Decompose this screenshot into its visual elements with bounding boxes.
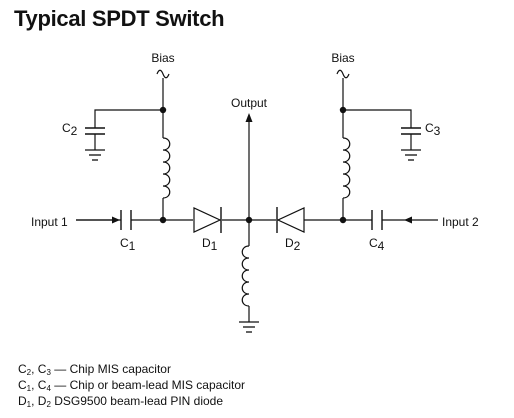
input1-label: Input 1 bbox=[31, 215, 68, 229]
legend-row-capacitors-c1-c4: C1, C4 — Chip or beam-lead MIS capacitor bbox=[18, 378, 246, 393]
c2-label: C2 bbox=[62, 121, 78, 138]
output-line bbox=[245, 113, 253, 220]
junction-dot bbox=[159, 106, 167, 114]
input2-arrow-icon bbox=[404, 216, 412, 224]
bias-right-label: Bias bbox=[331, 51, 354, 65]
legend-row-capacitors-c2-c3: C2, C3 — Chip MIS capacitor bbox=[18, 362, 171, 377]
shunt-inductor-branch bbox=[239, 220, 259, 333]
output-label: Output bbox=[231, 96, 268, 110]
junction-dot bbox=[339, 106, 347, 114]
bias-left-label: Bias bbox=[151, 51, 174, 65]
c1-label: C1 bbox=[120, 236, 136, 253]
junction-dot bbox=[245, 216, 253, 224]
capacitor-c1 bbox=[120, 210, 132, 230]
input1-arrow-icon bbox=[112, 216, 120, 224]
diode-d2 bbox=[276, 207, 305, 233]
c4-label: C4 bbox=[369, 236, 385, 253]
c3-label: C3 bbox=[425, 121, 441, 138]
right-bias-branch bbox=[336, 69, 421, 220]
input2-label: Input 2 bbox=[442, 215, 479, 229]
diode-d1 bbox=[193, 207, 222, 233]
capacitor-c4 bbox=[371, 210, 383, 230]
left-bias-branch bbox=[85, 69, 171, 220]
diagram-title: Typical SPDT Switch bbox=[14, 6, 225, 31]
junction-dot bbox=[159, 216, 167, 224]
d1-label: D1 bbox=[202, 236, 218, 253]
legend-row-diodes: D1, D2 DSG9500 beam-lead PIN diode bbox=[18, 394, 224, 409]
d2-label: D2 bbox=[285, 236, 301, 253]
junction-dot bbox=[339, 216, 347, 224]
